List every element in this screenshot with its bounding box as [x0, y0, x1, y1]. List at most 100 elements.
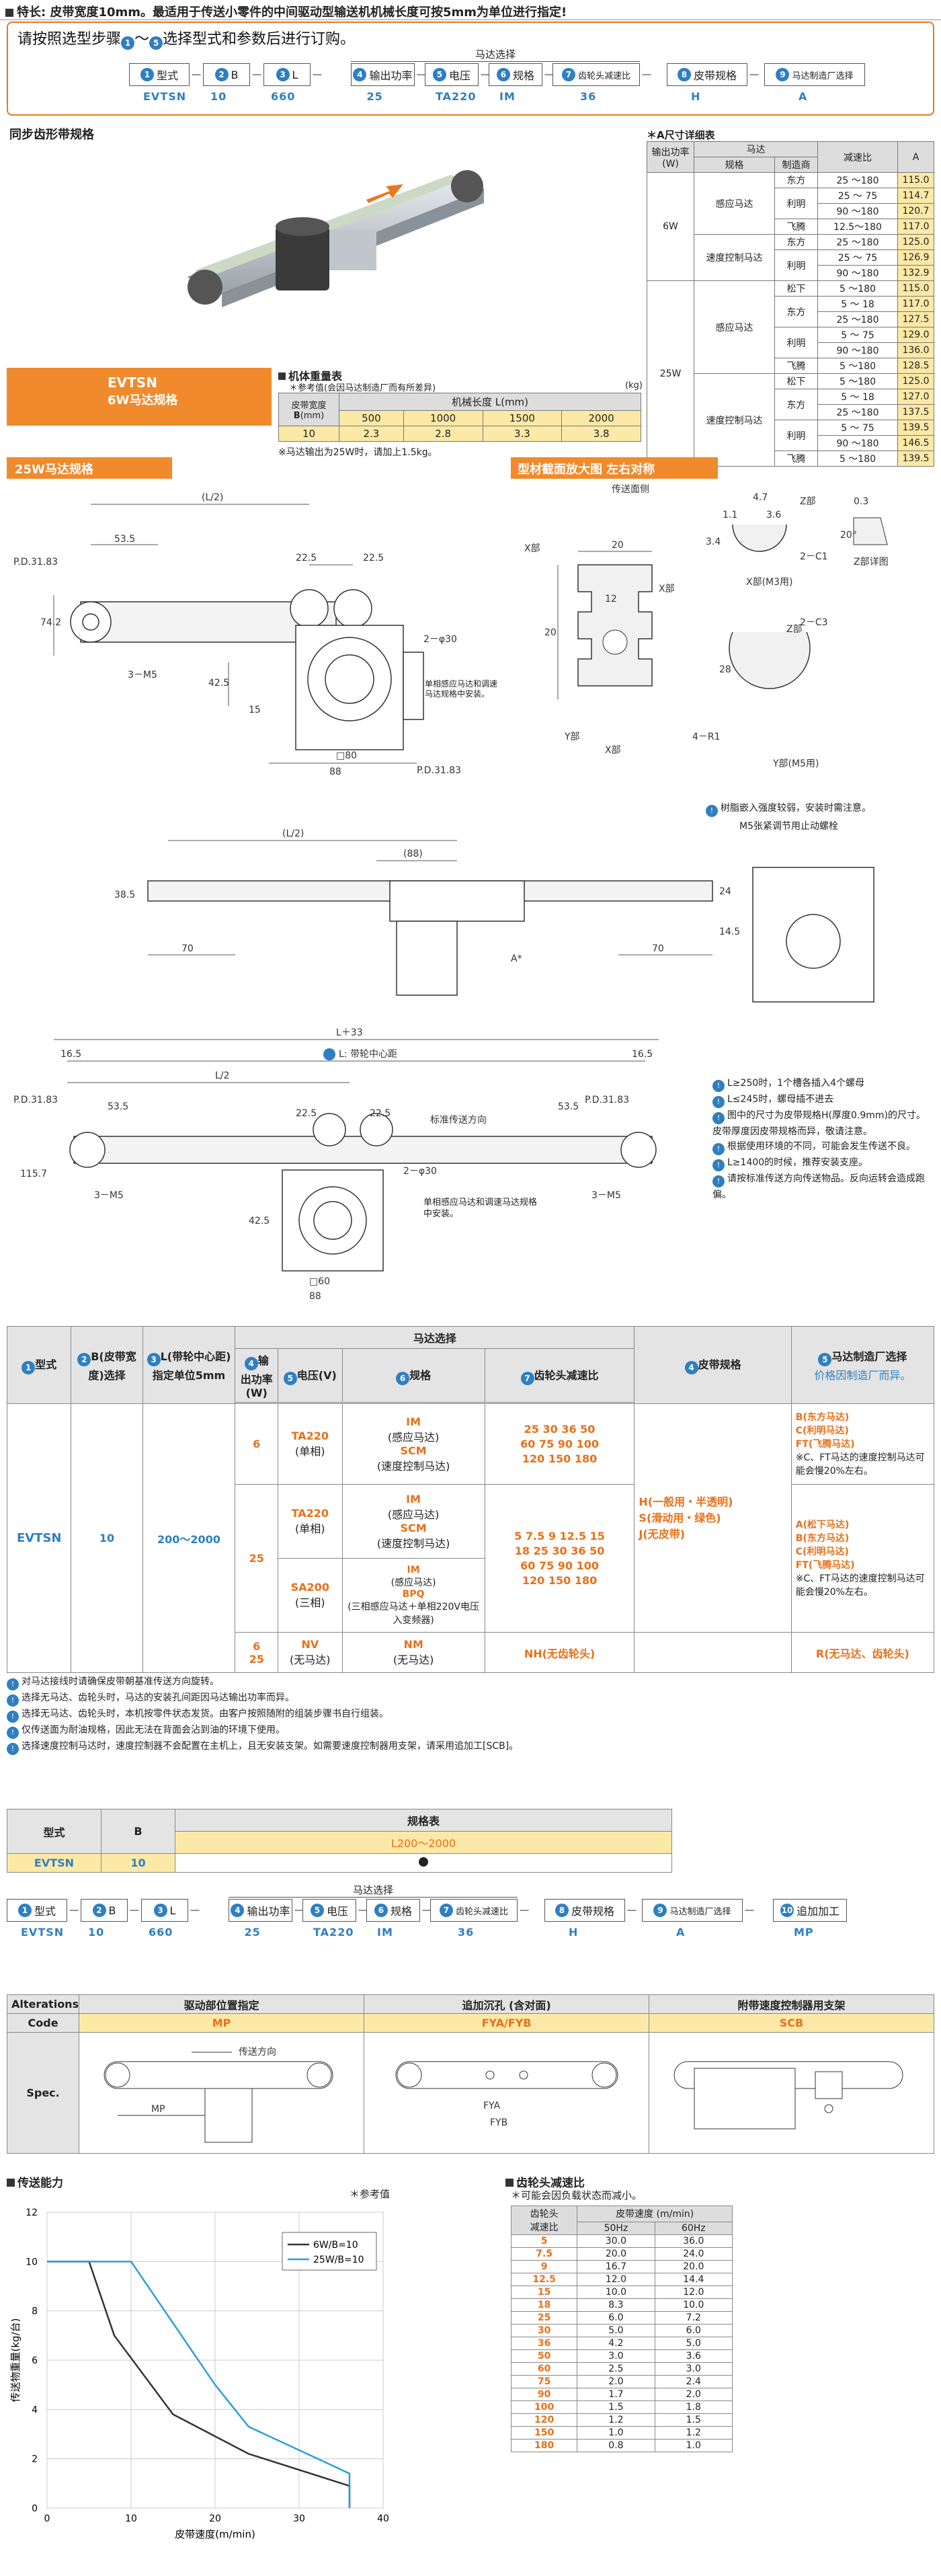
dim-label: 88 [329, 767, 341, 777]
step-badge: 4 [244, 1357, 258, 1370]
step-badge: 3 [153, 1904, 167, 1917]
x-axis-label: 皮带速度(m/min) [175, 2528, 255, 2540]
dim-label: 14.5 [719, 927, 740, 937]
step-badge: 1 [17, 1904, 32, 1917]
step-badge: 7 [520, 1371, 534, 1385]
note-item: !选择无马达、齿轮头时，马达的安装孔间距因马达输出功率而异。 [7, 1690, 934, 1707]
model-band: EVTSN 6W马达规格 [7, 368, 272, 426]
svg-text:FYA: FYA [483, 2101, 501, 2111]
step-badge: 5 [149, 36, 163, 50]
dim-label: 88 [309, 1291, 321, 1302]
note-item: !选择速度控制马达时，速度控制器不会配置在主机上，且无安装支架。如需要速度控制器… [7, 1739, 934, 1755]
x-tick-label: 10 [125, 2513, 137, 2524]
note-item: !选择无马达、齿轮头时，本机按零件状态发货。由客户按照随附的组装步骤书自行组装。 [7, 1707, 934, 1723]
svg-text:FYB: FYB [490, 2117, 507, 2128]
step-badge: 6 [374, 1904, 388, 1917]
dim-label: 24 [719, 886, 731, 897]
dim-label: 3.4 [706, 537, 721, 547]
a-table-title: ＊A尺寸详细表 [647, 129, 715, 141]
info-icon: ! [712, 1175, 725, 1187]
x-tick-label: 40 [377, 2513, 389, 2524]
speed-sub: ＊可能会因负载状态而减小。 [511, 2189, 643, 2201]
dim-label: 12 [605, 594, 617, 604]
dim-label: 70 [181, 943, 194, 954]
z-part-label: Z部 [786, 624, 803, 635]
order-value: 660 [271, 90, 296, 103]
dim-label: □80 [336, 750, 357, 761]
fy-diagram: FYA FYB [395, 2061, 618, 2128]
step-badge: 4 [353, 68, 367, 81]
motor-group-label: 马达选择 [229, 1883, 518, 1898]
dim-label: 22.5 [296, 553, 317, 563]
info-icon: ! [712, 1096, 725, 1108]
dim-label: 20 [612, 540, 624, 551]
info-icon: ! [7, 1694, 19, 1707]
install-note: 单相感应马达和调速马达规格中安装。 [425, 679, 497, 699]
side-view-drawing: (L/2) 53.5 22.5 22.5 P.D.31.83 3－M5 74.2… [13, 492, 497, 777]
dim-label: A* [511, 953, 522, 964]
dim-label: 53.5 [558, 1101, 579, 1112]
order-value: 10 [210, 90, 227, 103]
x-part-label: X部 [659, 584, 675, 594]
step-badge: 6 [496, 68, 510, 81]
dim-label: 3.6 [766, 510, 781, 520]
y-axis-label: 传送物重量(kg/台) [9, 2318, 22, 2403]
dim-label: P.D.31.83 [585, 1095, 629, 1105]
feature-text: 特长: 皮带宽度10mm。最适用于传送小零件的中间驱动型输送机机械长度可按5mm… [17, 5, 567, 19]
order-value: EVTSN [21, 1926, 65, 1939]
order-value: MP [794, 1926, 814, 1939]
dim-label: L/2 [215, 1070, 229, 1081]
section-title: 同步齿形带规格 [9, 128, 94, 142]
square-bullet-icon [5, 9, 13, 17]
order-value: TA220 [436, 90, 477, 103]
dim-label: 22.5 [363, 553, 384, 563]
info-icon: ! [7, 1711, 19, 1723]
dim-label: 16.5 [60, 1049, 81, 1060]
dim-label: 28 [719, 664, 731, 675]
step-badge: 7 [439, 1904, 453, 1917]
dim-label: 22.5 [370, 1108, 391, 1119]
info-icon: ! [7, 1678, 19, 1690]
z-part-label: Z部 [800, 496, 816, 507]
center-distance-label: L: 带轮中心距 [323, 1048, 397, 1060]
dim-label: 53.5 [114, 534, 135, 545]
dim-label: 38.5 [114, 890, 135, 900]
info-icon: ! [7, 1743, 19, 1755]
x-part-label: X部 [524, 543, 540, 554]
series-line [47, 2261, 351, 2508]
y-tick-label: 2 [32, 2454, 38, 2465]
step-badge: 3 [147, 1353, 161, 1366]
order-value: IM [499, 90, 516, 103]
step-badge: 1 [121, 36, 135, 50]
top-view-drawing: (L/2) (88) 70 70 38.5 14.5 24 A* [114, 828, 874, 1003]
dim-label: (L/2) [282, 828, 304, 839]
y-tick-label: 12 [26, 2208, 38, 2218]
dim-label: □60 [309, 1276, 330, 1287]
dim-label: 1.1 [723, 510, 737, 520]
feature-line: 特长: 皮带宽度10mm。最适用于传送小零件的中间驱动型输送机机械长度可按5mm… [0, 0, 941, 20]
step-badge: 5 [818, 1353, 832, 1366]
